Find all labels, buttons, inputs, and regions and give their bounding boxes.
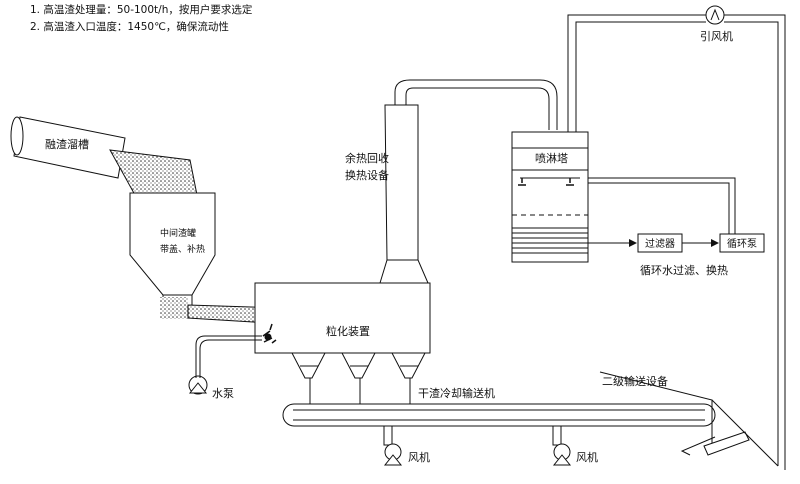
circulation-loop — [588, 177, 765, 253]
granulator-body — [254, 282, 431, 379]
fan-2-label: 风机 — [576, 450, 598, 464]
secondary-conveyor-label: 二级输送设备 — [602, 374, 668, 388]
dry-slag-conveyor — [282, 378, 716, 427]
note-1: 1. 高温渣处理量：50-100t/h，按用户要求选定 — [30, 4, 253, 16]
circulation-pump-label: 循环泵 — [727, 237, 757, 250]
tank-label-2: 带盖、补热 — [160, 243, 205, 255]
spray-tower — [511, 14, 786, 470]
heat-recovery-label-1: 余热回收 — [345, 151, 389, 165]
spray-tower-label: 喷淋塔 — [535, 152, 568, 165]
slag-trough-label: 融渣溜槽 — [45, 137, 89, 151]
conveyor-fan-2 — [552, 426, 572, 466]
process-notes: 1. 高温渣处理量：50-100t/h，按用户要求选定 2. 高温渣入口温度：1… — [30, 2, 252, 36]
water-pump — [188, 335, 262, 395]
tank-label-1: 中间渣罐 — [160, 227, 196, 239]
conveyor-fan-1 — [383, 426, 403, 466]
granulator-label: 粒化装置 — [326, 324, 370, 338]
note-2: 2. 高温渣入口温度：1450℃，确保流动性 — [30, 21, 229, 33]
circulation-water-note: 循环水过滤、换热 — [640, 263, 728, 277]
water-pump-label: 水泵 — [212, 387, 234, 400]
fan-1-label: 风机 — [408, 450, 430, 464]
induced-fan-label: 引风机 — [700, 29, 733, 43]
secondary-conveyor — [599, 371, 779, 467]
heat-recovery-stack — [379, 79, 558, 284]
filter-label: 过滤器 — [645, 237, 675, 250]
dry-conveyor-label: 干渣冷却输送机 — [418, 386, 495, 400]
induced-fan — [705, 5, 725, 25]
heat-recovery-label-2: 换热设备 — [345, 168, 389, 182]
